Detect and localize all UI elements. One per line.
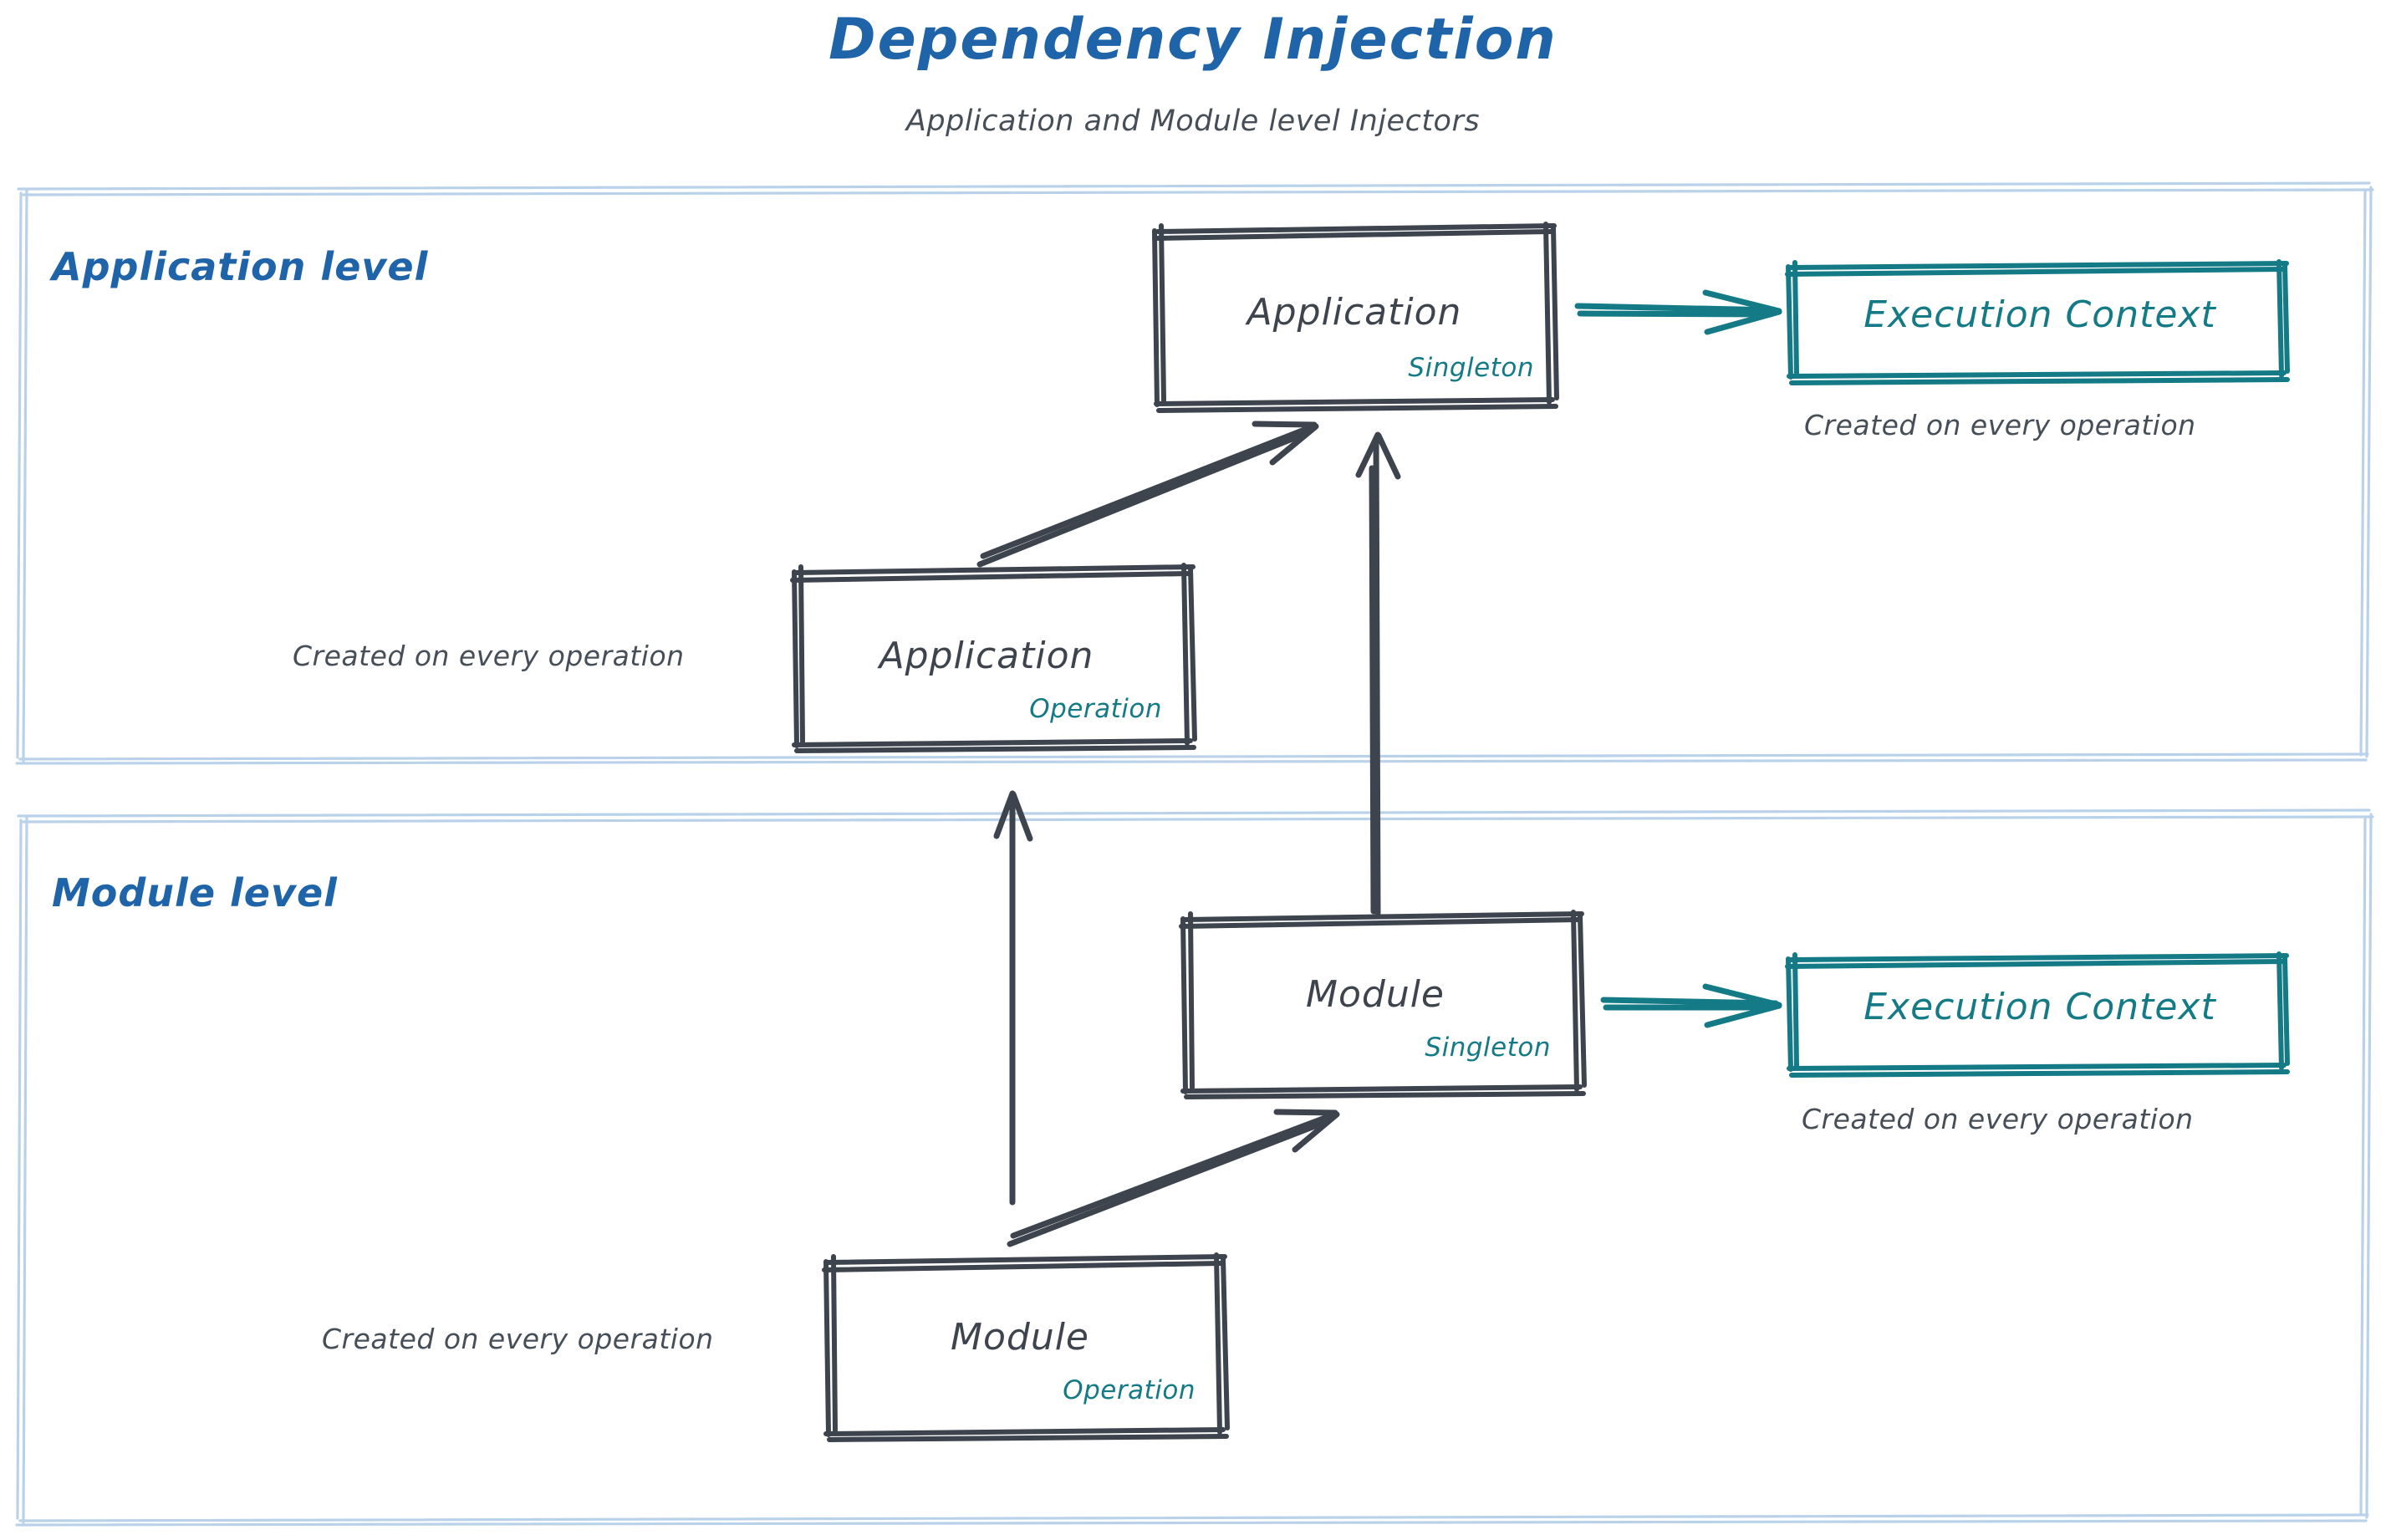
node-scope-module-singleton: Singleton	[1425, 1033, 1551, 1063]
node-scope-application-singleton: Singleton	[1408, 353, 1534, 383]
caption-execution-context-application: Created on every operation	[1804, 409, 2196, 441]
page-subtitle: Application and Module level Injectors	[905, 105, 1481, 138]
arrow-module-singleton-to-execution-context	[1600, 983, 1782, 1028]
page-title: Dependency Injection	[828, 7, 1558, 73]
node-title-application-operation: Application	[879, 635, 1094, 677]
arrow-app-singleton-to-execution-context	[1574, 289, 1782, 335]
caption-execution-context-module: Created on every operation	[1802, 1103, 2194, 1135]
lane-label-application-level: Application level	[52, 244, 429, 289]
node-title-execution-context-application: Execution Context	[1863, 293, 2216, 336]
lane-label-module-level: Module level	[52, 870, 338, 915]
arrow-module-singleton-to-app-singleton	[1355, 431, 1401, 917]
lane-module-level-frame	[15, 808, 2374, 1527]
caption-application-operation: Created on every operation	[293, 640, 685, 672]
arrow-module-operation-to-app-operation	[993, 790, 1033, 1206]
arrow-app-operation-to-app-singleton	[976, 421, 1319, 568]
node-scope-application-operation: Operation	[1029, 694, 1162, 724]
node-title-module-singleton: Module	[1306, 973, 1445, 1016]
node-title-execution-context-module: Execution Context	[1863, 986, 2216, 1028]
caption-module-operation: Created on every operation	[322, 1323, 714, 1355]
node-title-module-operation: Module	[951, 1316, 1089, 1359]
node-title-application-singleton: Application	[1247, 291, 1462, 334]
node-scope-module-operation: Operation	[1063, 1375, 1196, 1405]
arrow-module-operation-to-module-singleton	[1007, 1109, 1340, 1247]
